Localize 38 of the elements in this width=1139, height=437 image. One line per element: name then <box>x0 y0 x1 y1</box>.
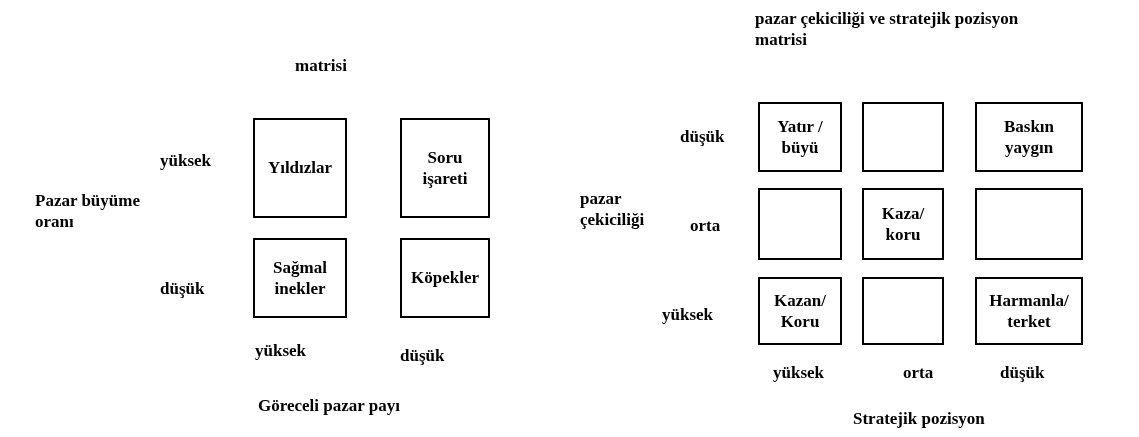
axis-label: Pazar büyüme oranı <box>35 190 141 233</box>
cell-label: Köpekler <box>411 267 479 289</box>
cell-label: Sağmal inekler <box>272 256 328 300</box>
axis-label: orta <box>903 362 935 384</box>
cell-label: Yatır / büyü <box>776 115 824 159</box>
axis-label: yüksek <box>255 340 308 362</box>
empty-box <box>758 188 842 260</box>
matrix-cell <box>253 238 347 318</box>
matrix-cell <box>400 238 490 318</box>
cell-label: Soru işareti <box>421 146 469 190</box>
axis-label: orta <box>690 215 722 237</box>
axis-label: Göreceli pazar payı <box>258 395 401 417</box>
cell-label: Baskın yaygın <box>1002 115 1056 159</box>
matrix-title: matrisi <box>295 55 347 77</box>
axis-label: düşük <box>400 345 446 367</box>
matrix-cell <box>975 277 1083 345</box>
axis-label: pazar çekiciliği ve stratejik pozisyon matrisi <box>755 8 1020 51</box>
axis-label: yüksek <box>773 362 826 384</box>
axis-label: düşük <box>160 278 206 300</box>
axis-label: düşük <box>1000 362 1046 384</box>
cell-label: Kaza/ koru <box>880 202 926 246</box>
axis-label: Stratejik pozisyon <box>853 408 986 430</box>
cell-label: Harmanla/ terket <box>988 289 1070 333</box>
matrix-cell <box>862 188 944 260</box>
cell-label: Yıldızlar <box>267 157 333 179</box>
empty-box <box>862 102 944 172</box>
axis-label: düşük <box>680 126 726 148</box>
matrix-cell <box>400 118 490 218</box>
cell-label: Kazan/ Koru <box>773 289 827 333</box>
empty-box <box>975 188 1083 260</box>
matrix-cell <box>758 277 842 345</box>
empty-box <box>862 277 944 345</box>
axis-label: pazar çekiciliği <box>580 188 646 231</box>
axis-label: yüksek <box>160 150 213 172</box>
axis-label: yüksek <box>662 304 715 326</box>
matrix-cell <box>253 118 347 218</box>
matrix-cell <box>758 102 842 172</box>
matrix-cell <box>975 102 1083 172</box>
